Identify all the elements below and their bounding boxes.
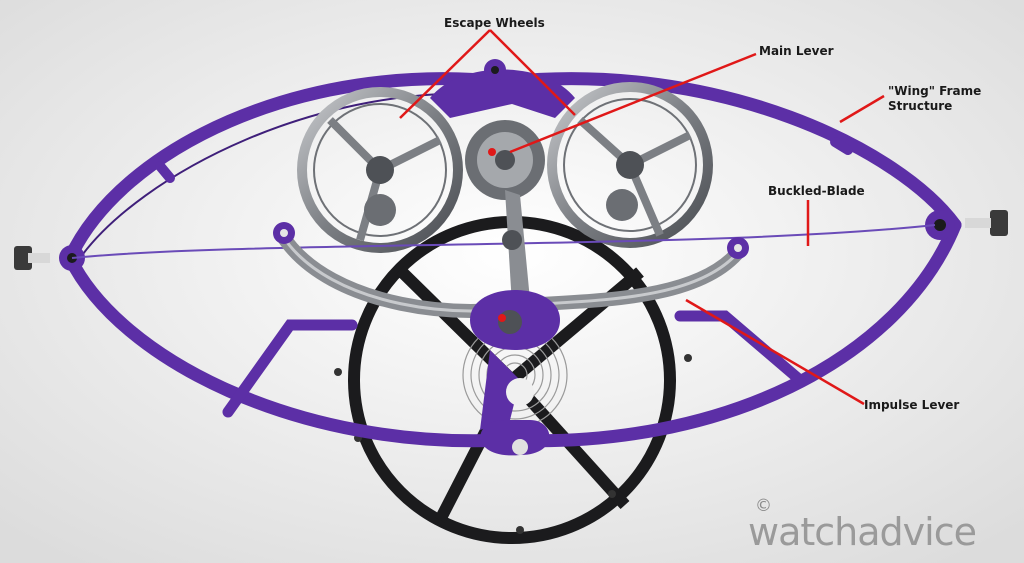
screw-right (965, 210, 1008, 236)
pointer-escape-right (489, 29, 576, 116)
watermark-copyright: © (755, 496, 772, 516)
escape-wheel-left (297, 87, 463, 253)
label-impulse-lever: Impulse Lever (864, 398, 960, 412)
escape-wheel-right (547, 82, 713, 248)
pointer-main-lever (509, 52, 757, 154)
label-buckled-blade: Buckled-Blade (768, 184, 865, 198)
screw-left (14, 246, 50, 270)
watermark-brand: watchadvice (748, 510, 977, 554)
pointer-impulse-lever (685, 298, 865, 406)
pointer-escape-left (399, 29, 491, 119)
label-wing-frame-line2: Structure (888, 99, 953, 113)
label-wing-frame-structure: "Wing" Frame Structure (888, 84, 981, 114)
main-lever (502, 190, 530, 305)
balance-bridge (470, 290, 560, 456)
center-wheel (465, 120, 545, 200)
pointer-lines (399, 29, 885, 406)
top-bridge (430, 69, 575, 118)
label-main-lever: Main Lever (759, 44, 834, 58)
pointer-wing-frame (839, 94, 885, 124)
label-escape-wheels: Escape Wheels (444, 16, 545, 30)
label-wing-frame-line1: "Wing" Frame (888, 84, 982, 98)
buckled-blade (71, 224, 936, 259)
